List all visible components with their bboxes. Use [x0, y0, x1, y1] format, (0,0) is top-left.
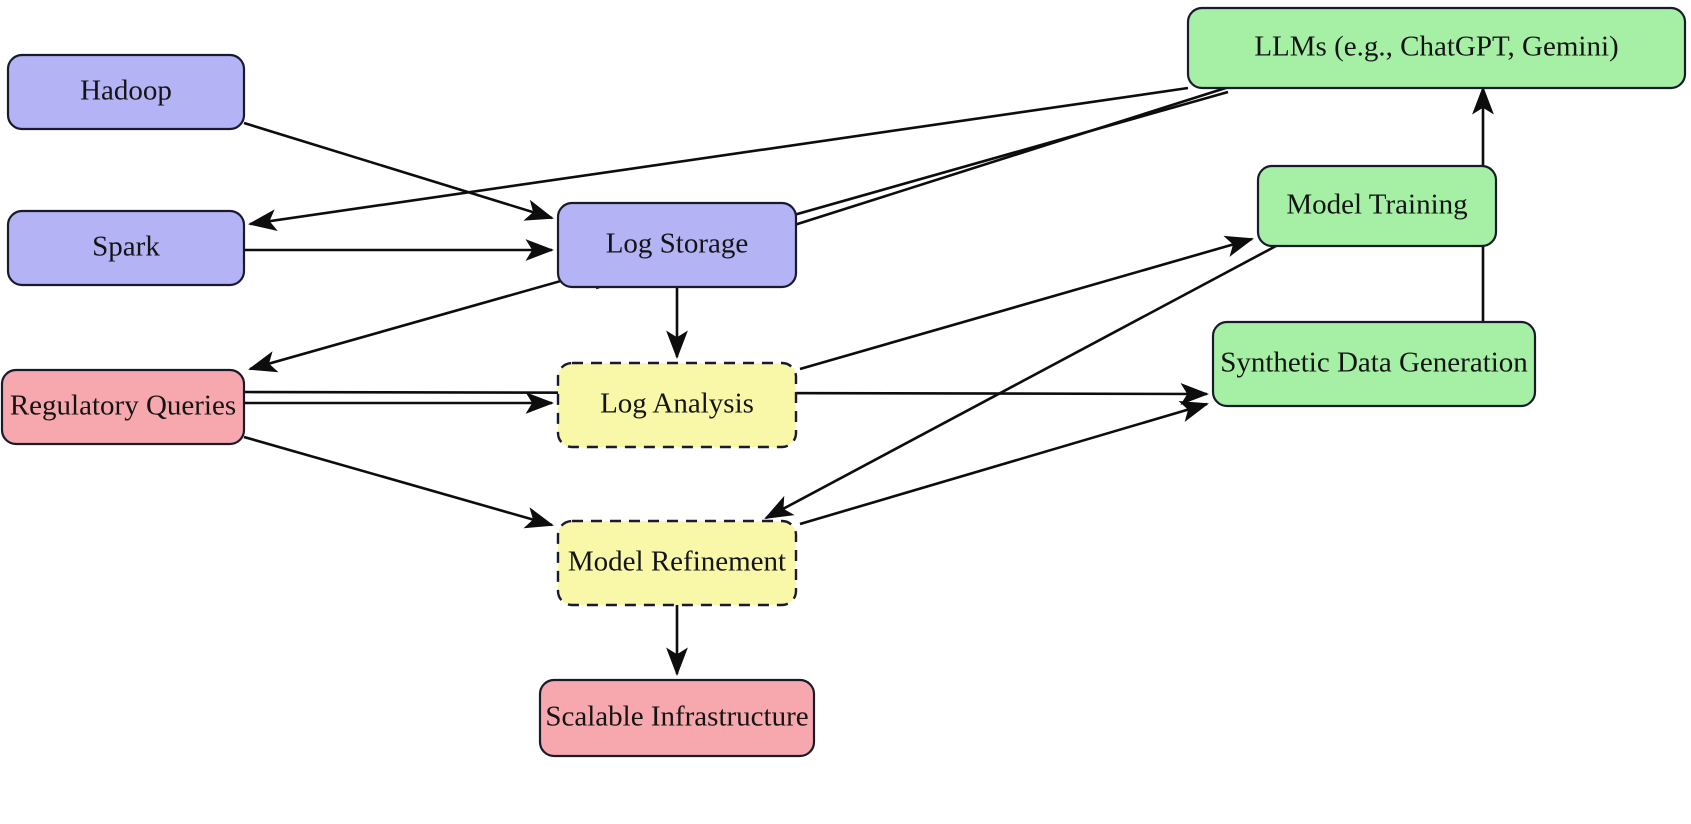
node-box-log_analysis[interactable] — [556, 361, 798, 449]
node-label-scalable_infrastructure: Scalable Infrastructure — [545, 701, 808, 733]
node-box-model_refinement[interactable] — [556, 519, 798, 607]
node-label-hadoop: Hadoop — [80, 75, 172, 107]
node-synthetic_data_generation[interactable]: Synthetic Data Generation — [1211, 320, 1537, 408]
node-label-model_refinement: Model Refinement — [568, 546, 786, 578]
node-box-synthetic_data_generation[interactable] — [1211, 320, 1537, 408]
node-llms[interactable]: LLMs (e.g., ChatGPT, Gemini) — [1186, 6, 1687, 90]
node-box-log_storage[interactable] — [556, 201, 798, 289]
node-regulatory_queries[interactable]: Regulatory Queries — [0, 368, 246, 446]
node-box-llms[interactable] — [1186, 6, 1687, 90]
node-box-hadoop[interactable] — [6, 53, 246, 131]
node-label-llms: LLMs (e.g., ChatGPT, Gemini) — [1254, 31, 1618, 63]
node-label-spark: Spark — [92, 231, 160, 263]
edge-llms-to-spark — [247, 86, 1189, 232]
node-model_refinement[interactable]: Model Refinement — [556, 519, 798, 607]
node-spark[interactable]: Spark — [6, 209, 246, 287]
node-label-log_storage: Log Storage — [606, 228, 749, 260]
edge-model-training-to-model-refinement — [764, 244, 1277, 520]
edge-log-analysis-to-model-training — [799, 235, 1254, 371]
node-log_storage[interactable]: Log Storage — [556, 201, 798, 289]
edge-hadoop-to-log-storage — [243, 121, 554, 221]
edge-model-refinement-to-synthetic-data — [799, 401, 1209, 526]
node-box-model_training[interactable] — [1256, 164, 1498, 248]
node-label-synthetic_data_generation: Synthetic Data Generation — [1220, 347, 1528, 379]
node-scalable_infrastructure[interactable]: Scalable Infrastructure — [538, 678, 816, 758]
node-box-regulatory_queries[interactable] — [0, 368, 246, 446]
node-label-regulatory_queries: Regulatory Queries — [10, 390, 236, 422]
node-model_training[interactable]: Model Training — [1256, 164, 1498, 248]
node-box-spark[interactable] — [6, 209, 246, 287]
node-label-log_analysis: Log Analysis — [600, 388, 754, 420]
node-log_analysis[interactable]: Log Analysis — [556, 361, 798, 449]
node-label-model_training: Model Training — [1286, 189, 1467, 221]
node-box-scalable_infrastructure[interactable] — [538, 678, 816, 758]
node-hadoop[interactable]: Hadoop — [6, 53, 246, 131]
edge-regulatory-queries-to-model-refinement — [243, 435, 554, 529]
